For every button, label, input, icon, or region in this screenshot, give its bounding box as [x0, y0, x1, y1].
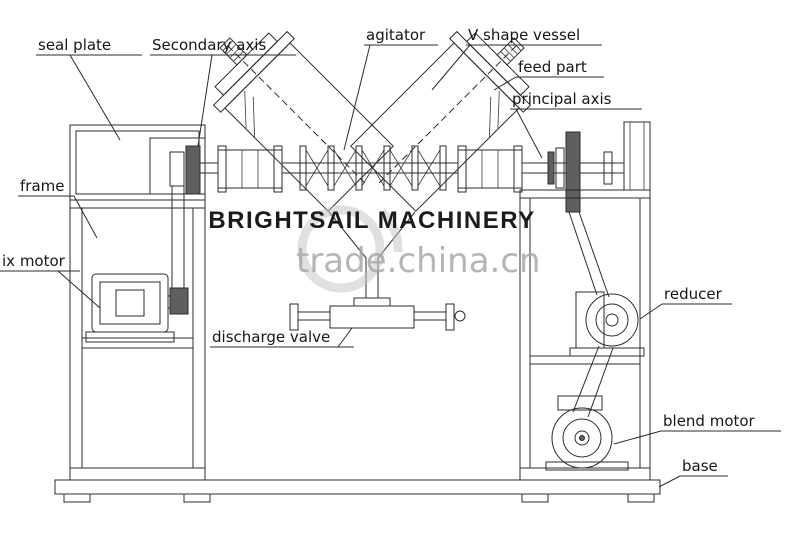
label-principal-axis-leader — [515, 108, 543, 159]
label-base-leader — [658, 475, 681, 488]
label-agitator-leader — [343, 44, 371, 151]
right-belt-drive — [568, 211, 614, 418]
label-agitator-text: agitator — [366, 26, 426, 44]
label-discharge-valve-text: discharge valve — [212, 328, 330, 346]
label-secondary-axis-leader — [197, 54, 213, 147]
label-v-shape-vessel-leader — [431, 44, 471, 91]
label-feed-part-text: feed part — [518, 58, 587, 76]
shaft-assembly — [200, 131, 624, 213]
label-blend-motor-leader — [613, 430, 662, 445]
label-discharge-valve: discharge valve — [210, 327, 354, 348]
label-reducer: reducer — [639, 285, 732, 320]
reducer-part — [569, 291, 645, 357]
label-principal-axis-text: principal axis — [512, 90, 612, 108]
watermark-site-text: trade.china.cn — [296, 241, 541, 281]
label-discharge-valve-leader — [337, 327, 353, 348]
left-frame — [69, 124, 206, 481]
machine-base — [54, 479, 661, 503]
label-principal-axis: principal axis — [510, 90, 642, 159]
label-secondary-axis: Secondary axis — [150, 36, 296, 147]
label-base-text: base — [682, 457, 718, 475]
vessel-left-arm — [212, 30, 394, 212]
left-belt-drive — [169, 145, 201, 315]
label-blend-motor: blend motor — [613, 412, 781, 445]
label-reducer-text: reducer — [664, 285, 723, 303]
watermarks: BRIGHTSAIL MACHINERY trade.china.cn — [208, 205, 541, 293]
label-v-shape-vessel: V shape vessel — [431, 26, 602, 91]
label-secondary-axis-text: Secondary axis — [152, 36, 266, 54]
labels-layer: seal plate Secondary axis agitator V sha… — [0, 26, 781, 488]
blend-motor-part — [545, 395, 629, 471]
watermark-swirl-icon — [378, 208, 403, 253]
label-mix-motor-text: ix motor — [2, 252, 66, 270]
label-base: base — [658, 457, 728, 488]
label-v-shape-vessel-text: V shape vessel — [468, 26, 580, 44]
label-agitator: agitator — [343, 26, 438, 151]
label-feed-part: feed part — [493, 58, 604, 91]
label-mix-motor-leader — [57, 270, 101, 309]
label-seal-plate: seal plate — [36, 36, 142, 141]
label-reducer-leader — [639, 303, 663, 320]
watermark-ring-icon — [297, 205, 385, 293]
label-frame: frame — [18, 177, 98, 239]
right-support-column — [623, 121, 651, 191]
right-frame — [519, 189, 651, 481]
label-mix-motor: ix motor — [0, 252, 101, 309]
label-frame-text: frame — [20, 177, 64, 195]
label-seal-plate-text: seal plate — [38, 36, 111, 54]
label-frame-leader — [73, 195, 98, 239]
label-feed-part-leader — [493, 76, 517, 91]
watermark-brand-text: BRIGHTSAIL MACHINERY — [208, 207, 535, 234]
label-seal-plate-leader — [69, 54, 121, 141]
label-blend-motor-text: blend motor — [663, 412, 756, 430]
